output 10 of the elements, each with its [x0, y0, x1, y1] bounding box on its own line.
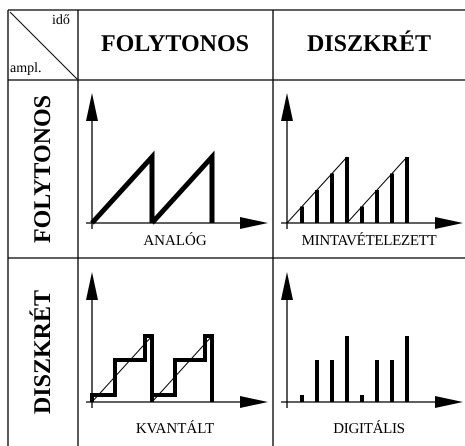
cell-label: DIGITÁLIS — [333, 422, 405, 437]
cell-label: KVANTÁLT — [136, 422, 214, 437]
row-header: FOLYTONOS — [31, 94, 55, 244]
axis-header: idő — [52, 14, 70, 28]
column-header: FOLYTONOS — [100, 32, 250, 56]
axis-header: ampl. — [10, 62, 42, 76]
column-header: DISZKRÉT — [306, 32, 432, 56]
cell-label: MINTAVÉTELEZETT — [302, 234, 436, 249]
cell-label: ANALÓG — [143, 234, 207, 249]
row-header: DISZKRÉT — [31, 290, 55, 414]
